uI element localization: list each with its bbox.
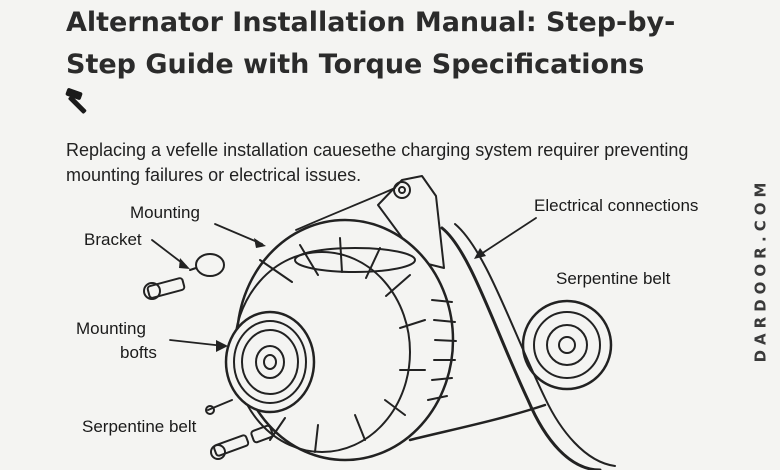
bushing [189,253,225,277]
bolt-lower [210,424,274,460]
label-bracket: Bracket [84,230,142,249]
intro-paragraph: Replacing a vefelle installation caueset… [66,140,689,185]
bolt-upper [143,277,186,300]
label-mounting: Mounting [130,203,200,222]
watermark-text: DARDOOR.COM [751,177,769,363]
label-serpentine-belt-left: Serpentine belt [82,417,197,436]
alternator-pulley [224,310,316,414]
label-mounting-bolts-line2: bofts [120,343,157,362]
page-title: Alternator Installation Manual: Step-by-… [66,7,676,80]
alternator [224,218,457,462]
label-mounting-bolts-line1: Mounting [76,319,146,338]
idler-pulley [521,299,613,391]
label-serpentine-belt-right: Serpentine belt [556,269,671,288]
hammer-icon [65,88,87,114]
label-electrical-connections: Electrical connections [534,196,699,215]
small-screw [205,399,233,415]
arrowheads [179,238,486,352]
watermark: DARDOOR.COM [740,150,780,390]
leader-lines [151,187,537,347]
